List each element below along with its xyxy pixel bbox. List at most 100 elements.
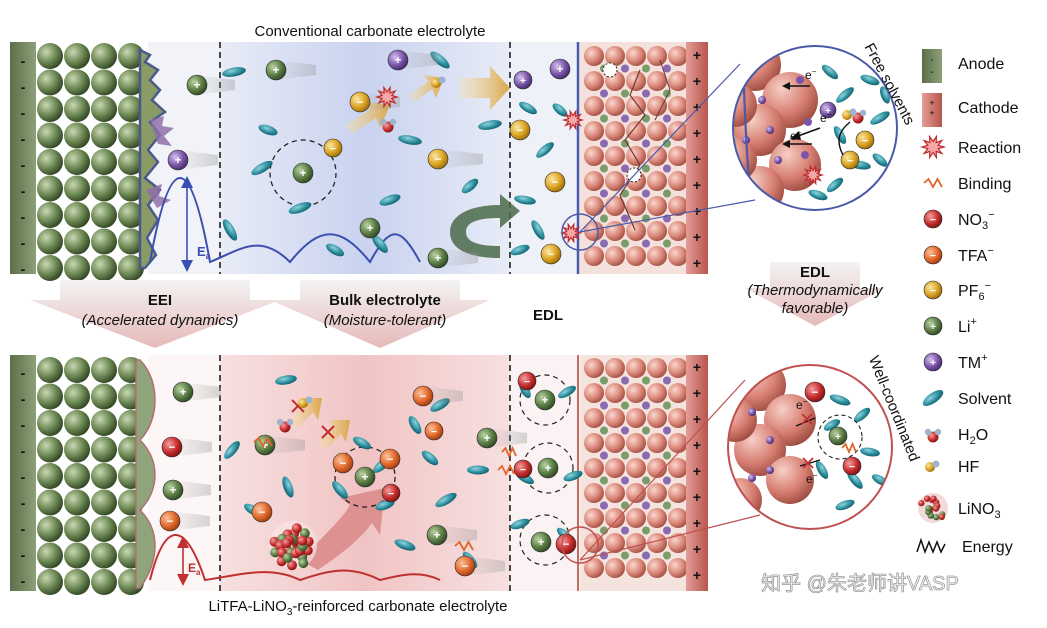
- bottom-ions: +++++++++−−−−−−−−−−−−: [159, 371, 583, 577]
- tfa-ion: −: [251, 501, 273, 523]
- eei-caption: (Accelerated dynamics): [82, 312, 239, 329]
- legend-item-lino3: LiNO3: [918, 493, 1001, 523]
- svg-text:−: −: [563, 539, 570, 551]
- svg-text:+: +: [693, 73, 701, 89]
- no3-ion: −: [161, 436, 212, 458]
- eei-arrow: [30, 280, 280, 348]
- svg-text:−: −: [930, 251, 936, 262]
- svg-text:-: -: [21, 495, 26, 511]
- legend-label: Binding: [958, 176, 1011, 193]
- solvent-molecule: [372, 235, 388, 253]
- edl-right-title: EDL: [800, 264, 830, 281]
- solvent-molecule: [398, 135, 422, 145]
- svg-text:+: +: [538, 537, 545, 549]
- edl-label: EDL: [533, 307, 563, 324]
- binding-icon: [923, 177, 943, 189]
- electron-label: e−: [805, 67, 817, 82]
- li-ion: +: [186, 74, 235, 96]
- solvent-molecule: [275, 375, 297, 385]
- solvent-molecule: [821, 64, 839, 80]
- legend-label: Cathode: [958, 100, 1019, 117]
- svg-text:−: −: [431, 427, 437, 438]
- reaction-icon: [561, 109, 585, 131]
- binding-icon: [841, 441, 857, 455]
- pf6-icon: −: [923, 280, 943, 300]
- solvent-molecule: [461, 178, 479, 194]
- h2o-molecule: [924, 428, 942, 443]
- solvent-icon: [922, 389, 944, 407]
- bottom-sei-layer: [135, 359, 156, 589]
- solvent-molecule: [531, 220, 545, 240]
- svg-text:−: −: [462, 561, 469, 573]
- svg-text:+: +: [835, 432, 841, 443]
- svg-text:−: −: [330, 144, 336, 155]
- solvent-molecule: [514, 195, 536, 205]
- solvent-molecule: [408, 416, 422, 434]
- edl-right-caption-2: favorable): [782, 300, 849, 317]
- svg-text:+: +: [693, 229, 701, 245]
- legend-label: HF: [958, 459, 980, 476]
- svg-text:−: −: [167, 516, 174, 528]
- tm-ion: +: [549, 58, 571, 80]
- svg-text:+: +: [194, 80, 201, 92]
- reaction-icon: [919, 134, 947, 160]
- li-ion: +: [427, 247, 478, 269]
- solvent-molecule: [251, 160, 273, 176]
- legend-label: Reaction: [958, 140, 1021, 157]
- solvent-molecule: [823, 419, 841, 431]
- top-cathode-current-collector: [686, 42, 708, 274]
- cathode-swatch-icon: [922, 93, 942, 127]
- li-ion: +: [354, 466, 376, 488]
- top-return-arrow: [450, 194, 520, 258]
- svg-text:−: −: [357, 97, 364, 109]
- legend-item-solvent: Solvent: [922, 389, 1012, 408]
- no3-ion: −: [555, 533, 577, 555]
- legend-label: Anode: [958, 56, 1004, 73]
- svg-text:−: −: [812, 387, 819, 399]
- top-anode-spheres: [37, 43, 144, 281]
- bottom-anode-minus-signs: ---------: [21, 365, 26, 589]
- legend-label: PF6−: [958, 280, 991, 303]
- svg-text:-: -: [21, 261, 26, 277]
- tfa-ion: −: [332, 452, 354, 474]
- solvent-molecule: [394, 539, 416, 551]
- svg-text:-: -: [21, 105, 26, 121]
- legend-label: LiNO3: [958, 501, 1001, 521]
- li-ion: +: [426, 524, 477, 546]
- tm-ion: +: [387, 49, 438, 71]
- top-ea-label: Ea: [197, 244, 212, 261]
- svg-text:+: +: [175, 155, 182, 167]
- bottom-cathode-lattice: [584, 358, 688, 578]
- svg-text:-: -: [21, 209, 26, 225]
- bottom-anode-spheres: [37, 357, 144, 595]
- li-ion: +: [476, 427, 527, 449]
- svg-text:+: +: [693, 411, 701, 427]
- solvent-molecule: [421, 450, 439, 466]
- middle-arrows: EEI (Accelerated dynamics) Bulk electrol…: [30, 262, 885, 348]
- solvent-molecule: [353, 436, 371, 450]
- svg-text:-: -: [21, 573, 26, 589]
- solvent-molecule: [826, 177, 844, 193]
- solvent-molecule: [860, 447, 880, 457]
- solvent-molecule: [558, 385, 576, 399]
- bulk-title: Bulk electrolyte: [329, 292, 441, 309]
- li-ion: +: [265, 59, 316, 81]
- li-ion: +: [530, 531, 552, 553]
- svg-text:−: −: [524, 377, 530, 388]
- svg-text:−: −: [520, 465, 526, 476]
- svg-text:+: +: [545, 463, 552, 475]
- svg-text:+: +: [693, 489, 701, 505]
- svg-text:+: +: [362, 472, 369, 484]
- solvent-molecule: [536, 142, 554, 158]
- solvent-molecule: [870, 111, 890, 125]
- edl-right-caption-1: (Thermodynamically: [747, 282, 884, 299]
- svg-text:+: +: [542, 395, 549, 407]
- svg-text:+: +: [693, 463, 701, 479]
- electron-label: e−: [796, 397, 808, 412]
- bottom-panel: --------- +++++++++ Ea +++++++++−−−−−−−: [10, 355, 708, 618]
- li-ion: +: [534, 389, 556, 411]
- li-ion: +: [292, 162, 314, 184]
- svg-text:+: +: [484, 433, 491, 445]
- legend-label: TM+: [958, 352, 988, 372]
- svg-text:+: +: [929, 98, 934, 108]
